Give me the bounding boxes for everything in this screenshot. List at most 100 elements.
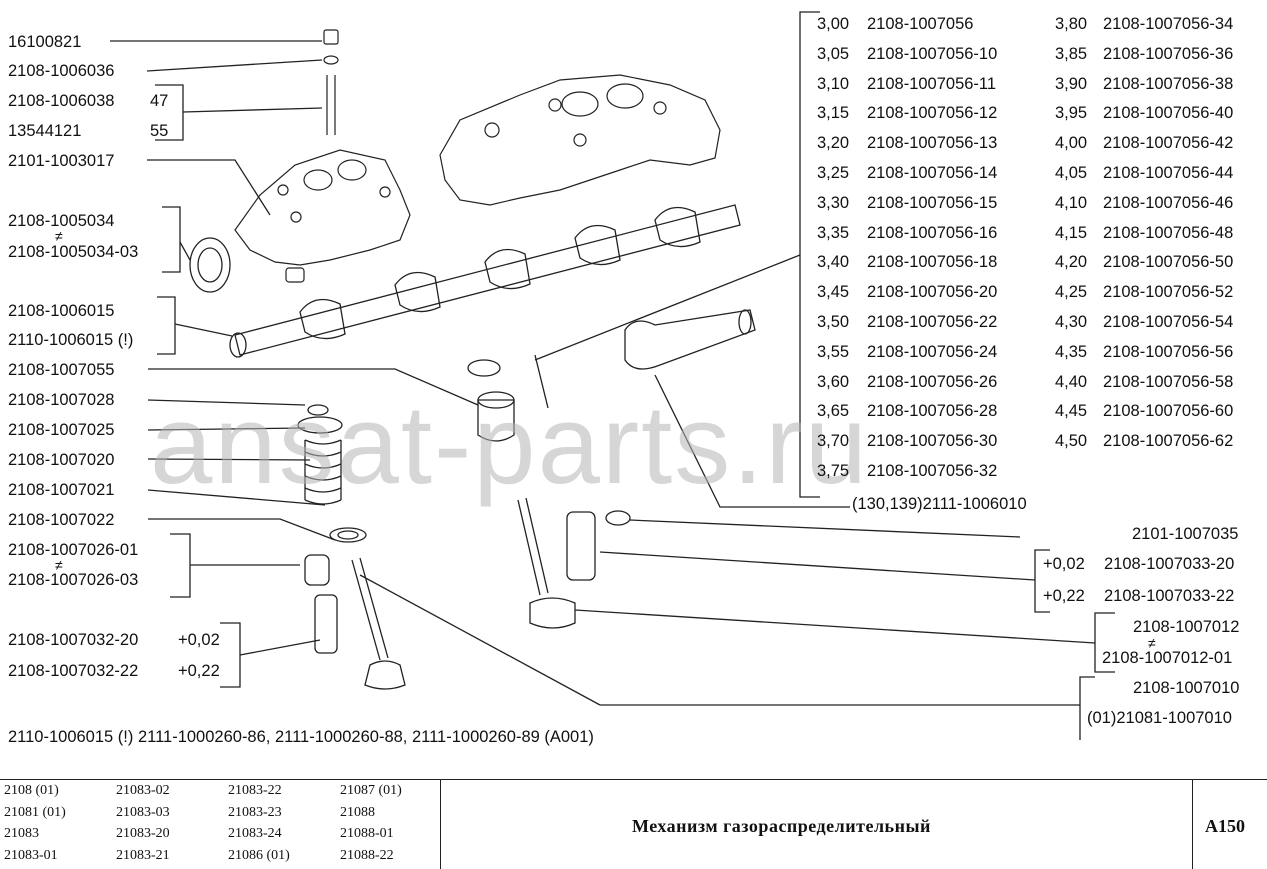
label-tolerance: +0,22 (1043, 587, 1085, 605)
label-part: (01)21081-1007010 (1087, 709, 1232, 727)
shim-size: 3,25 (817, 164, 850, 182)
leader-2108-1007020 (147, 458, 311, 461)
shim-size: 3,00 (817, 15, 850, 33)
label-part: 2108-1007033-22 (1104, 587, 1235, 605)
model-code: 21083-23 (228, 804, 282, 820)
shim-part-number: 2108-1007056-18 (867, 253, 998, 272)
shim-table-bracket (799, 11, 820, 498)
shim-size: 3,30 (817, 193, 850, 212)
valve-guide (566, 510, 631, 581)
shim-size: 4,25 (1055, 283, 1088, 302)
shim-part-number: 2108-1007056-38 (1103, 74, 1234, 93)
camshaft-housing-rear (234, 149, 411, 283)
label-part: (130,139)2111-1006010 (852, 495, 1027, 513)
camshaft-short (624, 309, 756, 370)
shim-part-number: 2108-1007056-22 (867, 313, 998, 331)
label-tolerance: +0,22 (178, 662, 220, 680)
model-code: 21088-22 (340, 847, 394, 863)
label-part: 2108-1007020 (8, 451, 115, 469)
page-code: A150 (1205, 816, 1245, 836)
model-code: 21086 (01) (228, 847, 290, 863)
neq-symbol: ≠ (55, 557, 63, 573)
shim-size: 3,70 (817, 432, 850, 451)
model-code: 21088 (340, 804, 375, 820)
label-part: 2108-1007012-01 (1102, 649, 1233, 667)
tappet (467, 359, 515, 442)
shim-part-number: 2108-1007056-56 (1103, 342, 1234, 361)
watermark: ansat-parts.ru (150, 382, 869, 507)
valve-exhaust (351, 557, 406, 690)
valve-stem-seal (304, 554, 338, 654)
shim-size: 3,55 (817, 342, 850, 361)
shim-size: 3,85 (1055, 44, 1088, 63)
shim-size: 4,20 (1055, 253, 1088, 272)
shim-size: 3,95 (1055, 104, 1088, 123)
shim-part-number: 2108-1007056-46 (1103, 193, 1234, 212)
label-part: 2108-1005034-03 (8, 243, 139, 261)
shim-part-number: 2108-1007056-26 (867, 372, 998, 391)
bracket-2108-1007010 (1079, 676, 1095, 740)
shim-size: 4,10 (1055, 193, 1088, 212)
label-part: 2108-1006038 (8, 92, 115, 110)
shim-size: 3,50 (817, 313, 850, 331)
divider (440, 780, 441, 869)
bracket-2108-1007026 (170, 533, 191, 598)
divider (1192, 780, 1193, 869)
shim-size: 3,40 (817, 253, 850, 272)
model-code: 21083-22 (228, 783, 282, 798)
applicability-note: 2110-1006015 (!) 2111-1000260-86, 2111-1… (8, 728, 594, 746)
bracket-2108-1007032 (220, 622, 241, 688)
model-code: 21083-20 (116, 826, 170, 841)
shim-part-number: 2108-1007056-10 (867, 44, 998, 63)
shim-size: 3,20 (817, 134, 850, 153)
shim-part-number: 2108-1007056-54 (1103, 313, 1234, 331)
label-part: 2108-1007025 (8, 421, 115, 439)
bracket-2108-1006038 (155, 84, 184, 141)
shim-part-number: 2108-1007056-50 (1103, 253, 1234, 272)
shim-part-number: 2108-1007056-20 (867, 283, 998, 302)
shim-part-number: 2108-1007056-28 (867, 402, 998, 421)
model-code: 21088-01 (340, 826, 394, 841)
shim-size: 3,65 (817, 402, 850, 421)
label-part: 2101-1003017 (8, 152, 115, 170)
label-part: 2108-1007026-03 (8, 571, 139, 589)
shim-part-number: 2108-1007056-44 (1103, 164, 1234, 182)
model-code: 21083-24 (228, 826, 282, 841)
shim-size: 3,60 (817, 372, 850, 391)
shim-size: 4,30 (1055, 313, 1088, 331)
shim-part-number: 2108-1007056-48 (1103, 223, 1234, 242)
leader-2108-1006036 (146, 59, 323, 72)
label-part: 2108-1007032-22 (8, 662, 139, 680)
valve-spring (297, 404, 367, 543)
camshaft-housing-front (439, 74, 721, 206)
label-tolerance: +0,02 (1043, 555, 1085, 573)
model-code: 21083-03 (116, 804, 170, 820)
shim-part-number: 2108-1007056-32 (867, 462, 998, 480)
label-part: 2108-1007033-20 (1104, 555, 1235, 573)
shim-part-number: 2108-1007056-24 (867, 342, 998, 361)
shim-size: 3,15 (817, 104, 850, 123)
label-qty: 47 (150, 92, 169, 110)
shim-size: 4,45 (1055, 402, 1088, 421)
leader-2101-1007035 (629, 519, 1021, 538)
label-part: 2108-1007021 (8, 481, 115, 499)
model-code: 21083-21 (116, 847, 170, 863)
shim-part-number: 2108-1007056-11 (867, 74, 997, 93)
shim-part-number: 2108-1007056-15 (867, 193, 998, 212)
shim-part-number: 2108-1007056-14 (867, 164, 998, 182)
label-part: 2108-1007012 (1133, 618, 1240, 636)
shim-part-number: 2108-1007056-13 (867, 134, 998, 153)
label-part: 2108-1007010 (1133, 679, 1240, 697)
leader-2108-1007055 (148, 368, 479, 406)
label-part: 2110-1006015 (!) (8, 331, 134, 349)
label-part: 2108-1007032-20 (8, 631, 139, 649)
shim-part-number: 2108-1007056-60 (1103, 402, 1234, 421)
label-part: 2101-1007035 (1132, 525, 1239, 543)
oil-seal (189, 237, 231, 293)
label-qty: 55 (150, 122, 169, 140)
shim-part-number: 2108-1007056-36 (1103, 44, 1234, 63)
label-part: 2108-1006015 (8, 302, 115, 320)
shim-size: 3,10 (817, 74, 850, 93)
shim-part-number: 2108-1007056-42 (1103, 134, 1234, 153)
shim-size: 4,40 (1055, 372, 1088, 391)
